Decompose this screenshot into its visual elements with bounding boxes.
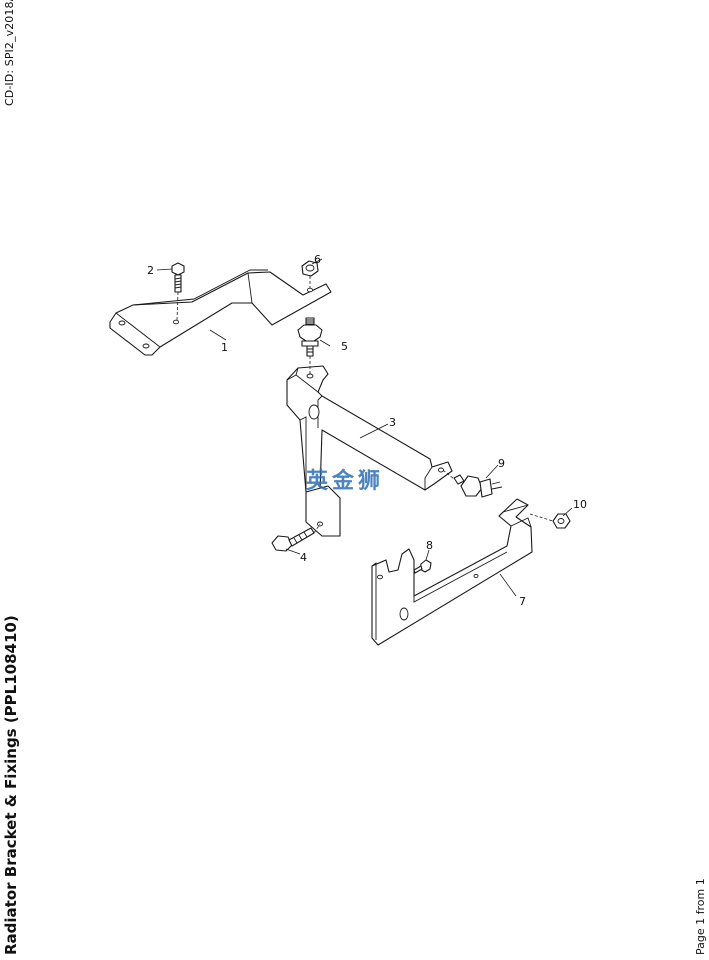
- leader-2: [156, 268, 173, 271]
- callout-8: 8: [426, 539, 433, 552]
- callout-1: 1: [221, 341, 228, 354]
- leader-3: [359, 423, 389, 439]
- leader-5: [319, 339, 331, 347]
- assembly-line-9: [442, 469, 455, 480]
- callout-4: 4: [300, 551, 307, 564]
- assembly-line-4: [313, 523, 321, 534]
- part-3-main-bracket[interactable]: [286, 365, 453, 537]
- callout-6: 6: [314, 253, 321, 266]
- callout-7: 7: [519, 595, 526, 608]
- callout-3: 3: [389, 416, 396, 429]
- part-9-mount[interactable]: [453, 474, 503, 498]
- leader-4: [285, 548, 301, 555]
- part-7-lower-bracket[interactable]: [371, 498, 533, 646]
- leader-1: [209, 329, 227, 341]
- part-4-hex-bolt[interactable]: [271, 527, 315, 552]
- part-5-mount[interactable]: [297, 317, 323, 357]
- assembly-line-10: [529, 513, 554, 522]
- leader-7: [499, 573, 517, 597]
- part-10-nut[interactable]: [552, 513, 571, 529]
- leader-9: [485, 464, 499, 479]
- callout-10: 10: [573, 498, 587, 511]
- part-2-bolt[interactable]: [171, 262, 185, 293]
- part-1-upper-bracket[interactable]: [109, 269, 332, 356]
- leader-10: [562, 507, 573, 517]
- callout-2: 2: [147, 264, 154, 277]
- callout-9: 9: [498, 457, 505, 470]
- part-8-small-bolt[interactable]: [413, 559, 432, 574]
- part-6-nut[interactable]: [301, 260, 319, 277]
- leader-6: [311, 258, 323, 265]
- leader-8: [425, 549, 430, 561]
- callout-5: 5: [341, 340, 348, 353]
- watermark-text: 英金狮: [306, 468, 384, 494]
